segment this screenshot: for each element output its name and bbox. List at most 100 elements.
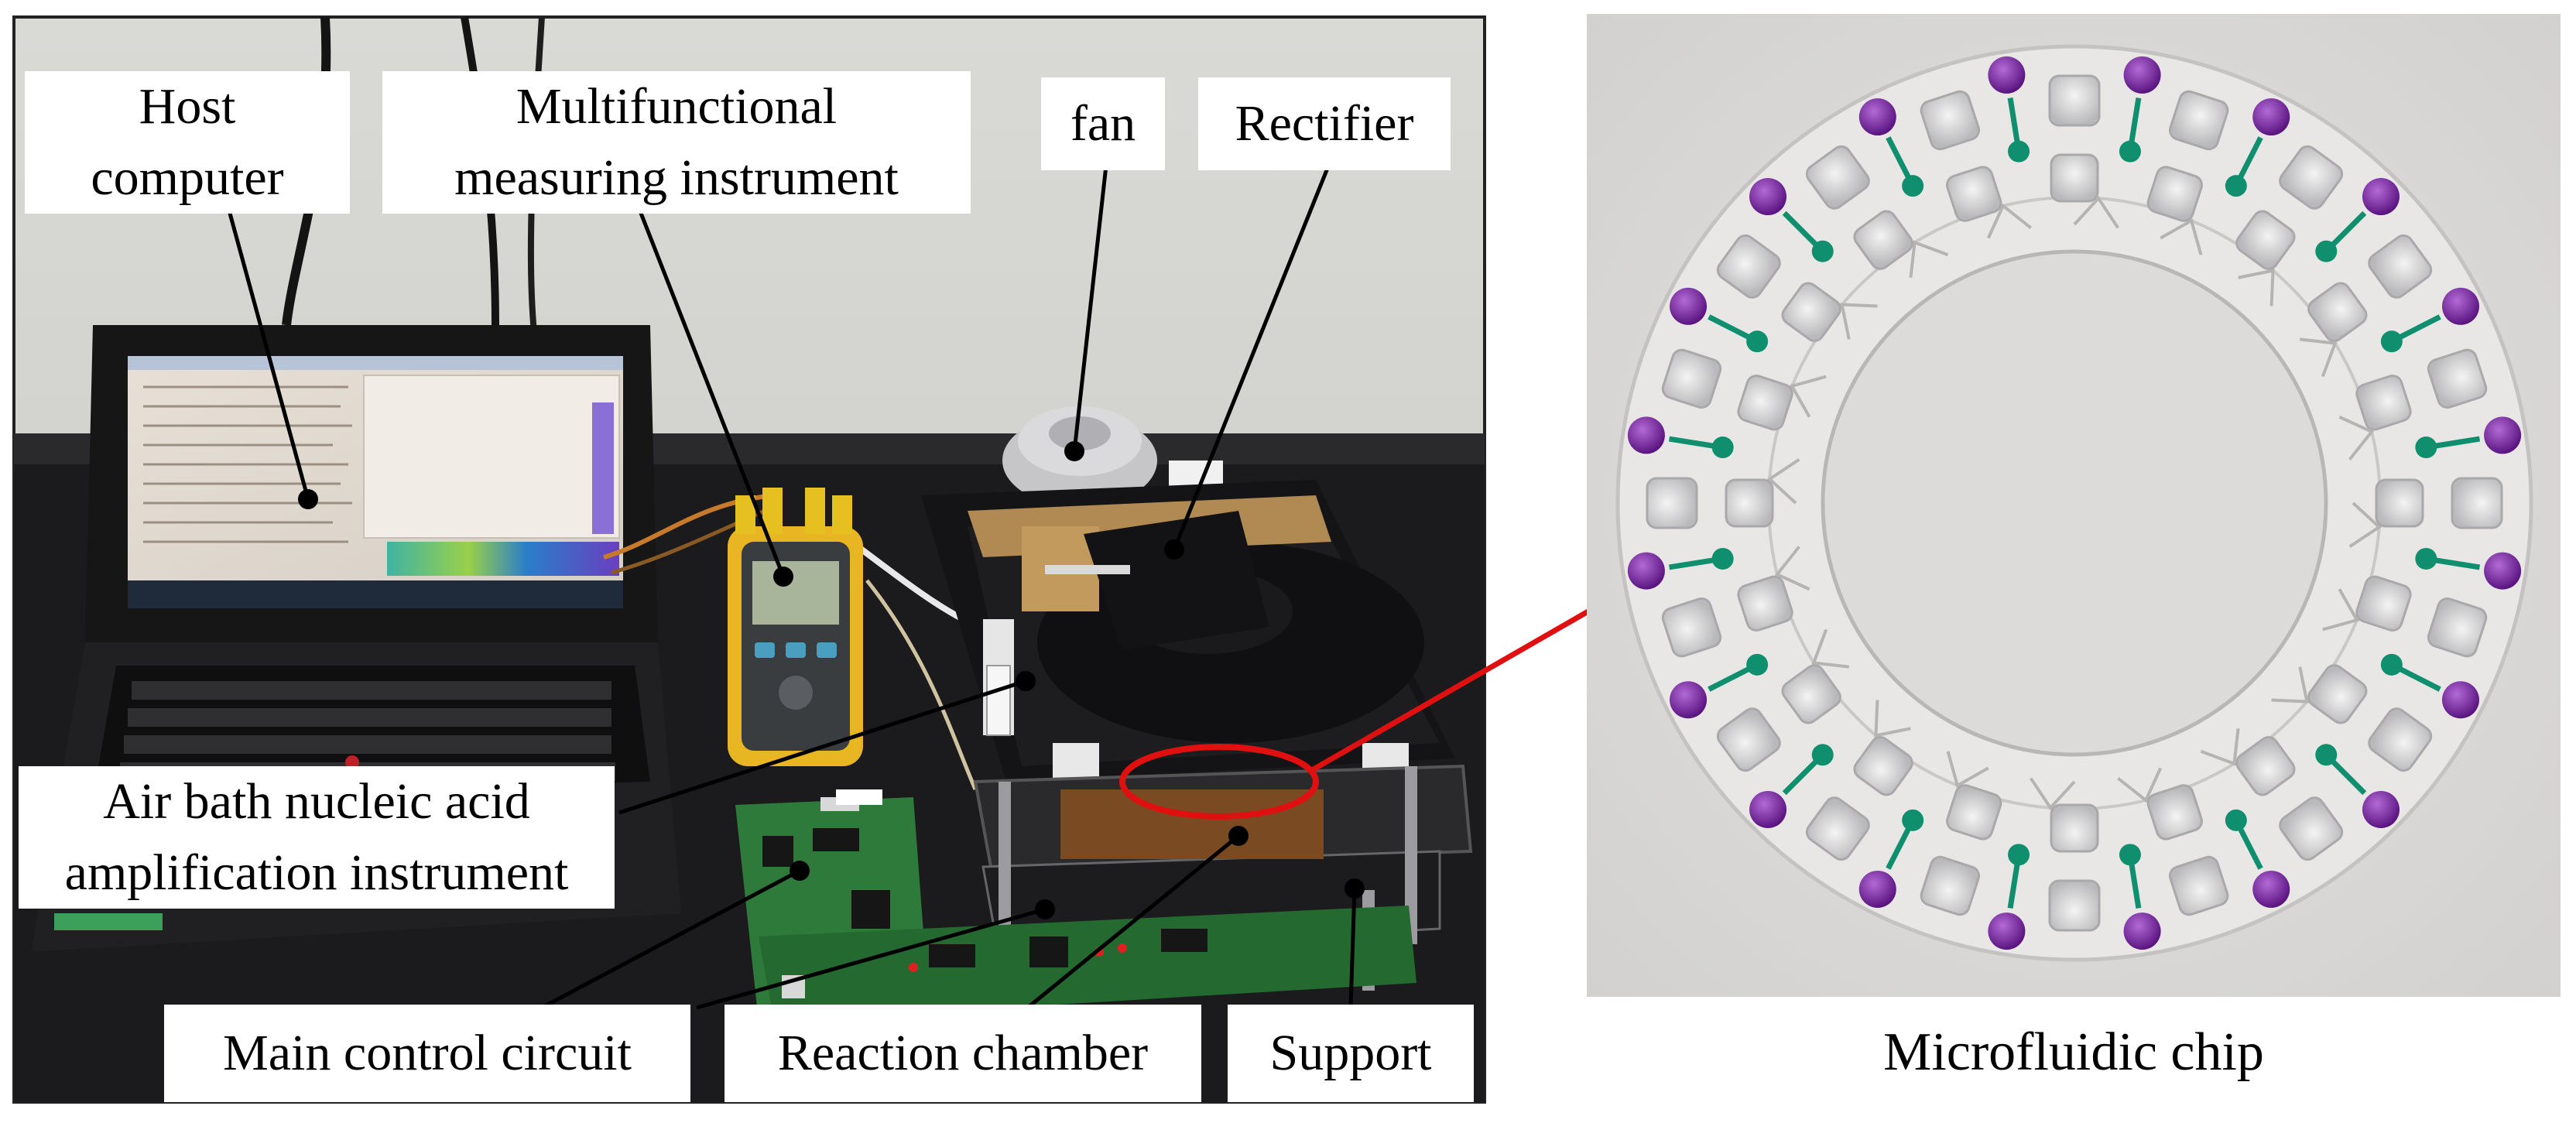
- chip-serpentine-channel: [2300, 337, 2338, 378]
- measuring-instrument-label: Multifunctional measuring instrument: [382, 71, 971, 214]
- chip-green-chamber: [1811, 744, 1834, 766]
- chip-outer-well: [2048, 74, 2101, 127]
- host-computer-leader: [222, 193, 310, 500]
- chip-serpentine-channel: [2271, 666, 2309, 704]
- chip-inner-well: [2146, 784, 2203, 841]
- chip-purple-dye-dot: [2484, 416, 2522, 454]
- chip-inner-well: [1946, 166, 2002, 222]
- chip-purple-dye-dot: [1627, 552, 1665, 590]
- amplification-instrument-leader: [618, 679, 1026, 815]
- chip-purple-dye-dot: [2441, 287, 2479, 325]
- chip-green-chamber: [2225, 809, 2247, 831]
- chip-purple-dye-dot: [1988, 56, 2026, 94]
- chip-inner-well: [1781, 664, 1841, 724]
- chip-purple-dye-dot: [1670, 681, 1708, 719]
- chip-inner-well: [1781, 282, 1841, 342]
- chip-purple-dye-dot: [1749, 178, 1787, 216]
- chip-outer-well: [2427, 348, 2488, 409]
- chip-green-chamber: [1746, 653, 1769, 676]
- circuit-board-illustration: [735, 789, 1416, 1022]
- chip-outer-well: [2427, 597, 2488, 658]
- chip-serpentine-channel: [1766, 458, 1800, 505]
- chip-outer-well: [1646, 477, 1698, 529]
- chip-purple-dye-dot: [2484, 552, 2522, 590]
- chip-serpentine-channel: [1946, 751, 1989, 788]
- chip-green-chamber: [2315, 744, 2338, 766]
- leader-lines: [222, 158, 1357, 1010]
- chip-purple-dye-dot: [1749, 790, 1787, 828]
- chip-inner-well: [2355, 575, 2412, 632]
- chip-purple-dye-dot: [2123, 56, 2161, 94]
- chip-inner-well: [2307, 282, 2368, 342]
- chip-serpentine-channel: [2117, 767, 2163, 803]
- chip-green-chamber: [1811, 240, 1834, 262]
- chip-outer-well: [2279, 796, 2344, 861]
- chip-outer-well: [2368, 707, 2433, 772]
- chip-inner-well: [2375, 478, 2424, 528]
- chip-inner-well: [1737, 575, 1793, 632]
- amplification-instrument-label: Air bath nucleic acid amplification inst…: [19, 766, 615, 909]
- chip-green-chamber: [2315, 240, 2338, 262]
- chip-outer-well: [1805, 796, 1870, 861]
- chip-reaction-units: [1627, 56, 2522, 950]
- chip-serpentine-channel: [1986, 203, 2032, 239]
- chip-green-chamber: [1711, 547, 1734, 570]
- chip-purple-dye-dot: [2362, 178, 2400, 216]
- chip-inner-well: [2307, 664, 2368, 724]
- chip-outer-well: [2168, 90, 2229, 151]
- chip-outer-well: [2279, 145, 2344, 210]
- chip-green-chamber: [1902, 809, 1924, 831]
- support-label: Support: [1228, 1005, 1474, 1102]
- chip-green-chamber: [2225, 175, 2247, 197]
- leader-dots: [298, 441, 1365, 919]
- support-leader: [1348, 888, 1357, 1007]
- chip-purple-dye-dot: [1627, 416, 1665, 454]
- chip-inner-well: [2355, 375, 2412, 431]
- chip-serpentine-channel: [2073, 195, 2119, 229]
- chip-purple-dye-dot: [2123, 912, 2161, 950]
- chip-purple-dye-dot: [2362, 790, 2400, 828]
- main-control-circuit-label: Main control circuit: [164, 1005, 690, 1102]
- chip-serpentine-channel: [2338, 415, 2375, 460]
- fan-leader: [1072, 158, 1109, 452]
- chip-green-chamber: [1711, 437, 1734, 459]
- chip-inner-well: [1725, 478, 1774, 528]
- rectifier-label: Rectifier: [1198, 77, 1451, 170]
- chip-purple-dye-dot: [2441, 681, 2479, 719]
- measuring-instrument-leader: [632, 197, 786, 577]
- chip-purple-dye-dot: [2252, 870, 2290, 908]
- chip-outer-well: [2451, 477, 2503, 529]
- chip-green-chamber: [2008, 844, 2030, 866]
- chip-outer-well: [1920, 855, 1981, 916]
- chip-outer-well: [2048, 879, 2101, 932]
- main-control-circuit-leader: [540, 868, 801, 1010]
- chip-outer-well: [1716, 707, 1781, 772]
- chip-serpentine-channel: [1874, 700, 1911, 738]
- chip-outer-well: [1661, 597, 1722, 658]
- chip-serpentine-channel: [1811, 628, 1849, 669]
- chip-serpentine-channel: [2322, 588, 2359, 632]
- chip-purple-dye-dot: [1858, 98, 1896, 136]
- chip-outer-well: [1920, 90, 1981, 151]
- chip-serpentine-channel: [1790, 375, 1827, 418]
- chip-connector-line: [1310, 591, 1619, 773]
- chip-green-chamber: [2119, 844, 2141, 866]
- multimeter-illustration: [728, 488, 863, 766]
- chip-purple-dye-dot: [1858, 870, 1896, 908]
- chip-green-chamber: [2008, 140, 2030, 163]
- fan-label: fan: [1041, 77, 1165, 170]
- chip-outer-well: [2368, 234, 2433, 299]
- chip-green-chamber: [2380, 653, 2403, 676]
- chip-outer-well: [2168, 855, 2229, 916]
- chip-green-chamber: [2119, 140, 2141, 163]
- chip-inner-well: [1737, 375, 1793, 431]
- main-control-circuit-leader-b: [696, 907, 1046, 1010]
- chip-inner-well: [2235, 210, 2296, 270]
- chip-center-hole: [1821, 249, 2328, 757]
- chip-inner-well: [2050, 153, 2099, 203]
- chip-green-chamber: [2415, 547, 2437, 570]
- chip-inner-well: [2050, 803, 2099, 853]
- chip-purple-dye-dot: [2252, 98, 2290, 136]
